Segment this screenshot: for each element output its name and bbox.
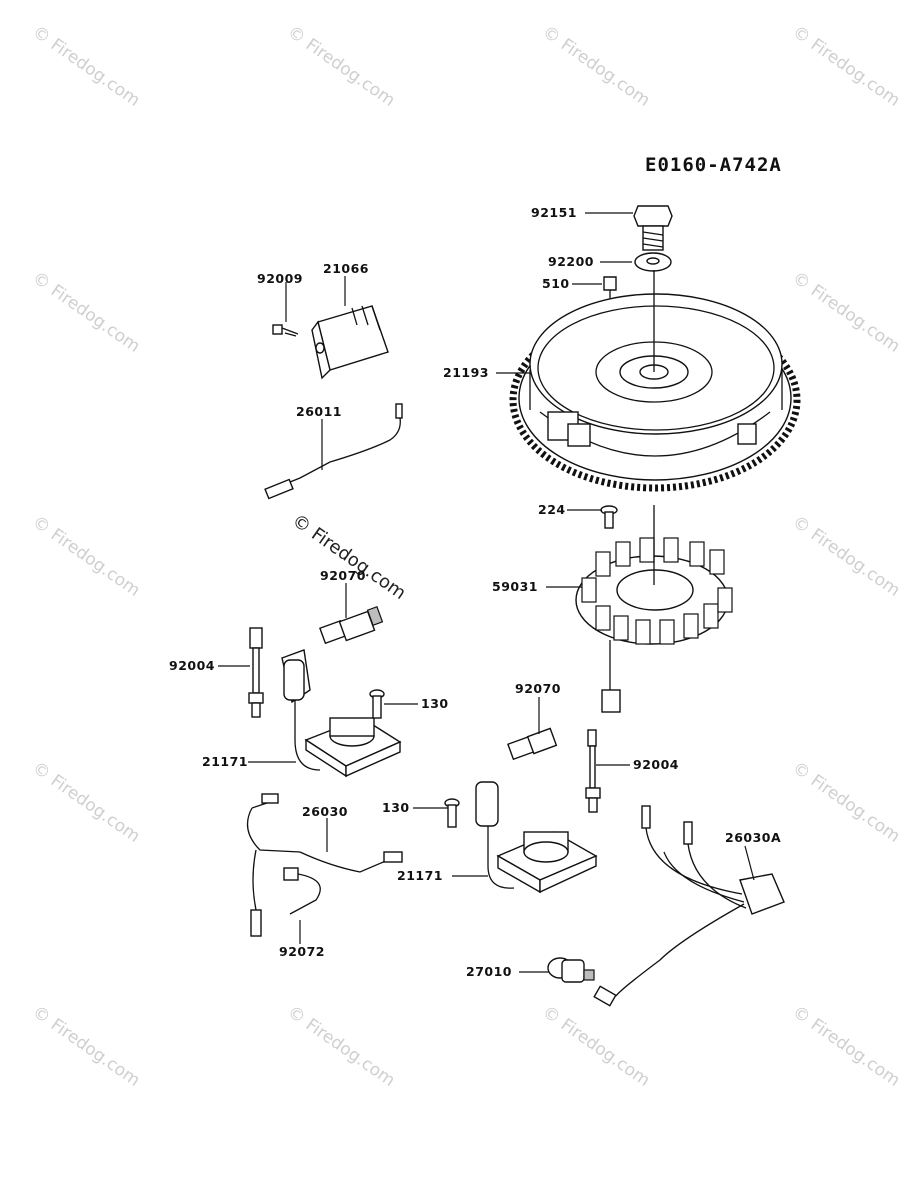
spacer-bolt-92004 <box>248 627 264 718</box>
part-label-92009: 92009 <box>257 271 303 286</box>
screw-224 <box>600 505 618 529</box>
part-label-92004: 92004 <box>169 658 215 673</box>
spark-plug-92070 <box>507 727 558 761</box>
bolt-92151 <box>633 205 673 251</box>
part-label-224: 224 <box>538 502 566 517</box>
part-label-21193: 21193 <box>443 365 489 380</box>
wire-harness-26030A <box>593 805 785 1007</box>
part-label-26030: 26030 <box>302 804 348 819</box>
part-label-21171: 21171 <box>397 868 443 883</box>
part-label-21171: 21171 <box>202 754 248 769</box>
part-label-92070: 92070 <box>515 681 561 696</box>
bracket-21066 <box>311 305 389 380</box>
part-label-92151: 92151 <box>531 205 577 220</box>
part-label-92004: 92004 <box>633 757 679 772</box>
part-label-26030A: 26030A <box>725 830 782 845</box>
part-label-92070: 92070 <box>320 568 366 583</box>
part-label-92072: 92072 <box>279 944 325 959</box>
bolt-130 <box>444 798 460 828</box>
bolt-130 <box>369 689 385 719</box>
lead-wire-26011 <box>264 403 403 500</box>
flywheel-21193 <box>509 270 801 492</box>
ignition-coil-21171 <box>496 831 598 894</box>
plug-cap-cable <box>281 649 321 771</box>
spacer-bolt-92004 <box>585 729 601 813</box>
washer-92200 <box>634 252 672 272</box>
part-label-510: 510 <box>542 276 570 291</box>
part-label-26011: 26011 <box>296 404 342 419</box>
spark-plug-92070 <box>319 606 384 645</box>
part-label-130: 130 <box>382 800 410 815</box>
part-label-130: 130 <box>421 696 449 711</box>
pressure-switch-27010 <box>547 957 595 983</box>
part-label-59031: 59031 <box>492 579 538 594</box>
terminal-92072 <box>283 867 321 915</box>
stator-59031 <box>575 505 733 713</box>
part-label-92200: 92200 <box>548 254 594 269</box>
diagram-code: E0160-A742A <box>645 154 782 176</box>
leader-lines <box>218 212 755 973</box>
part-label-21066: 21066 <box>323 261 369 276</box>
part-label-27010: 27010 <box>466 964 512 979</box>
screw-92009 <box>272 324 299 337</box>
ignition-coil-21171 <box>304 717 402 778</box>
wire-harness-26030 <box>246 793 403 937</box>
plug-cap-cable <box>475 781 515 889</box>
